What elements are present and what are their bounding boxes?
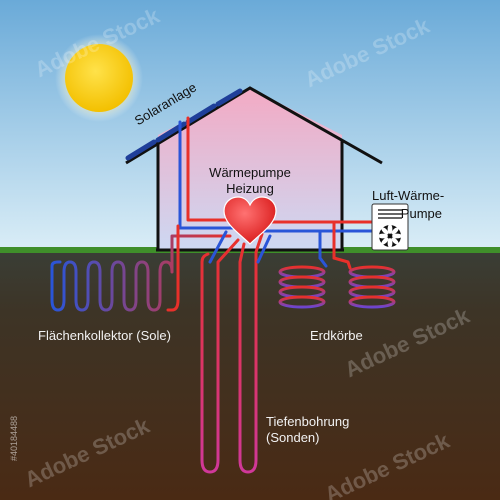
ground (0, 250, 500, 500)
flat-collector-label: Flächenkollektor (Sole) (38, 328, 171, 343)
deep-drilling-label-line1: Tiefenbohrung (266, 414, 350, 429)
deep-drilling-label: Tiefenbohrung (Sonden) (266, 414, 349, 446)
heat-pump-label-line2: Heizung (226, 181, 274, 196)
sun-icon (55, 34, 143, 122)
air-heat-pump-label-line2: Pumpe (400, 206, 442, 221)
heart-icon (223, 196, 277, 245)
heat-pump-label: Wärmepumpe Heizung (195, 165, 305, 197)
house-roof (125, 86, 383, 165)
air-heat-pump-label: Luft-Wärme- Pumpe (362, 188, 472, 222)
deep-probe-pipes (200, 230, 272, 474)
air-heat-pump-label-line1: Luft-Wärme- (372, 188, 445, 203)
air-heat-pump-unit (371, 203, 409, 251)
earth-baskets-label: Erdkörbe (310, 328, 363, 343)
flat-collector-pipes (50, 224, 232, 312)
house (158, 88, 342, 250)
heat-pump-label-line1: Wärmepumpe (209, 165, 291, 180)
stock-id: #40184488 (9, 415, 19, 461)
earth-basket-pipes (266, 220, 396, 309)
fan-icon (378, 224, 402, 248)
deep-drilling-label-line2: (Sonden) (266, 430, 320, 445)
